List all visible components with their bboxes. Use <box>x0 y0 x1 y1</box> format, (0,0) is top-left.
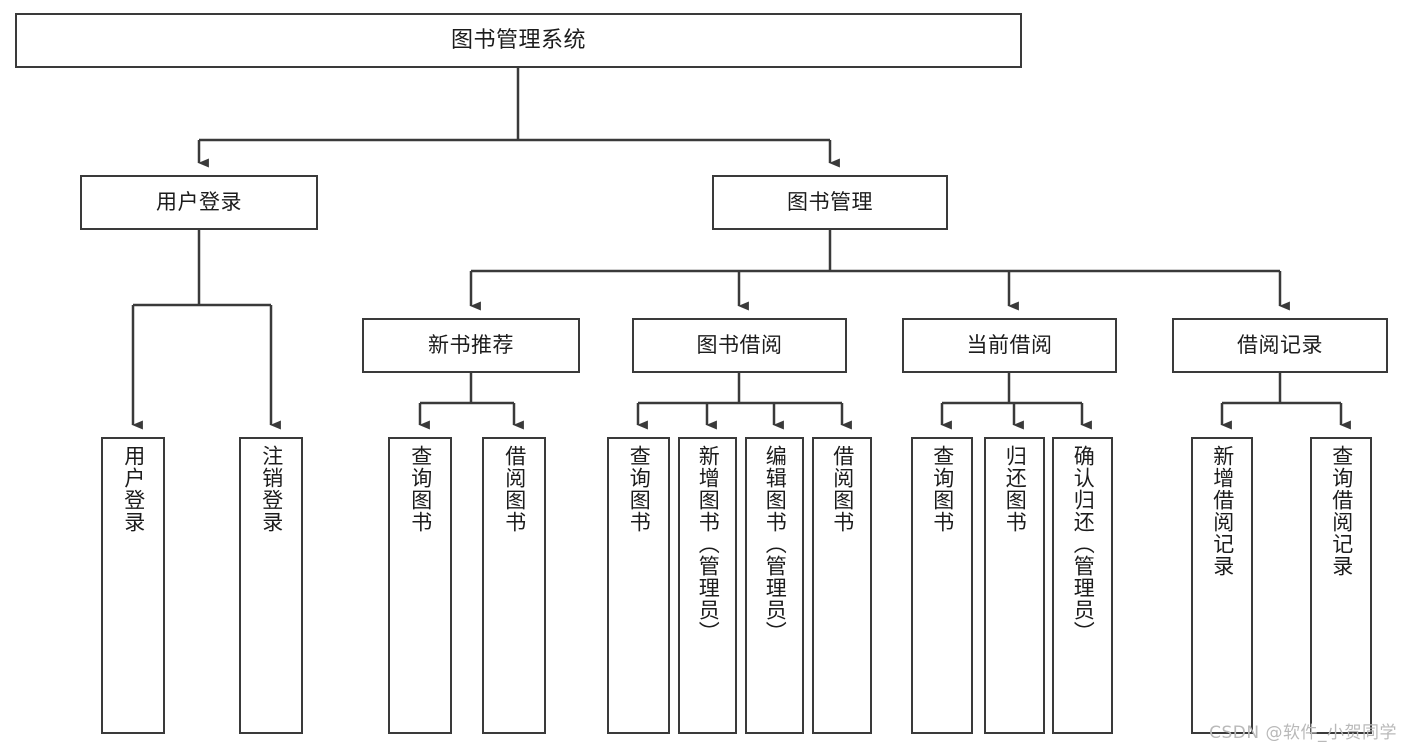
leaf-user-login-label: 用户登录 <box>121 445 146 533</box>
leaf-query-borrow-record-label: 查询借阅记录 <box>1329 445 1354 577</box>
leaf-query-book-current[interactable]: 查询图书 <box>911 437 973 734</box>
leaf-query-book-recommend[interactable]: 查询图书 <box>388 437 452 734</box>
leaf-query-book-current-label: 查询图书 <box>930 445 955 533</box>
node-new-book-recommend-label: 新书推荐 <box>428 333 514 358</box>
leaf-query-borrow-record[interactable]: 查询借阅记录 <box>1310 437 1372 734</box>
leaf-logout-label: 注销登录 <box>259 445 284 533</box>
node-new-book-recommend[interactable]: 新书推荐 <box>362 318 580 373</box>
leaf-query-book-borrow-label: 查询图书 <box>627 445 652 533</box>
leaf-add-borrow-record-label: 新增借阅记录 <box>1210 445 1235 577</box>
leaf-add-book-admin[interactable]: 新增图书（管理员） <box>678 437 737 734</box>
leaf-borrow-book-recommend[interactable]: 借阅图书 <box>482 437 546 734</box>
leaf-add-book-admin-label: 新增图书（管理员） <box>696 445 721 643</box>
leaf-return-book-label: 归还图书 <box>1003 445 1028 533</box>
leaf-confirm-return-admin[interactable]: 确认归还（管理员） <box>1052 437 1113 734</box>
leaf-borrow-book[interactable]: 借阅图书 <box>812 437 872 734</box>
leaf-query-book-recommend-label: 查询图书 <box>408 445 433 533</box>
leaf-borrow-book-label: 借阅图书 <box>830 445 855 533</box>
node-root[interactable]: 图书管理系统 <box>15 13 1022 68</box>
node-current-borrow-label: 当前借阅 <box>966 333 1053 358</box>
leaf-edit-book-admin[interactable]: 编辑图书（管理员） <box>745 437 804 734</box>
watermark: CSDN @软件_小贺同学 <box>1209 723 1397 743</box>
leaf-edit-book-admin-label: 编辑图书（管理员） <box>763 445 788 643</box>
node-borrow-record-label: 借阅记录 <box>1237 333 1323 358</box>
leaf-return-book[interactable]: 归还图书 <box>984 437 1045 734</box>
node-book-management-label: 图书管理 <box>787 190 873 215</box>
leaf-logout[interactable]: 注销登录 <box>239 437 303 734</box>
leaf-confirm-return-admin-label: 确认归还（管理员） <box>1071 445 1096 643</box>
leaf-query-book-borrow[interactable]: 查询图书 <box>607 437 670 734</box>
node-user-login[interactable]: 用户登录 <box>80 175 318 230</box>
node-book-borrow-label: 图书借阅 <box>696 333 783 358</box>
node-book-borrow[interactable]: 图书借阅 <box>632 318 847 373</box>
node-root-label: 图书管理系统 <box>450 27 586 53</box>
node-borrow-record[interactable]: 借阅记录 <box>1172 318 1388 373</box>
node-book-management[interactable]: 图书管理 <box>712 175 948 230</box>
leaf-user-login[interactable]: 用户登录 <box>101 437 165 734</box>
leaf-add-borrow-record[interactable]: 新增借阅记录 <box>1191 437 1253 734</box>
node-current-borrow[interactable]: 当前借阅 <box>902 318 1117 373</box>
node-user-login-label: 用户登录 <box>156 190 242 215</box>
leaf-borrow-book-recommend-label: 借阅图书 <box>502 445 527 533</box>
